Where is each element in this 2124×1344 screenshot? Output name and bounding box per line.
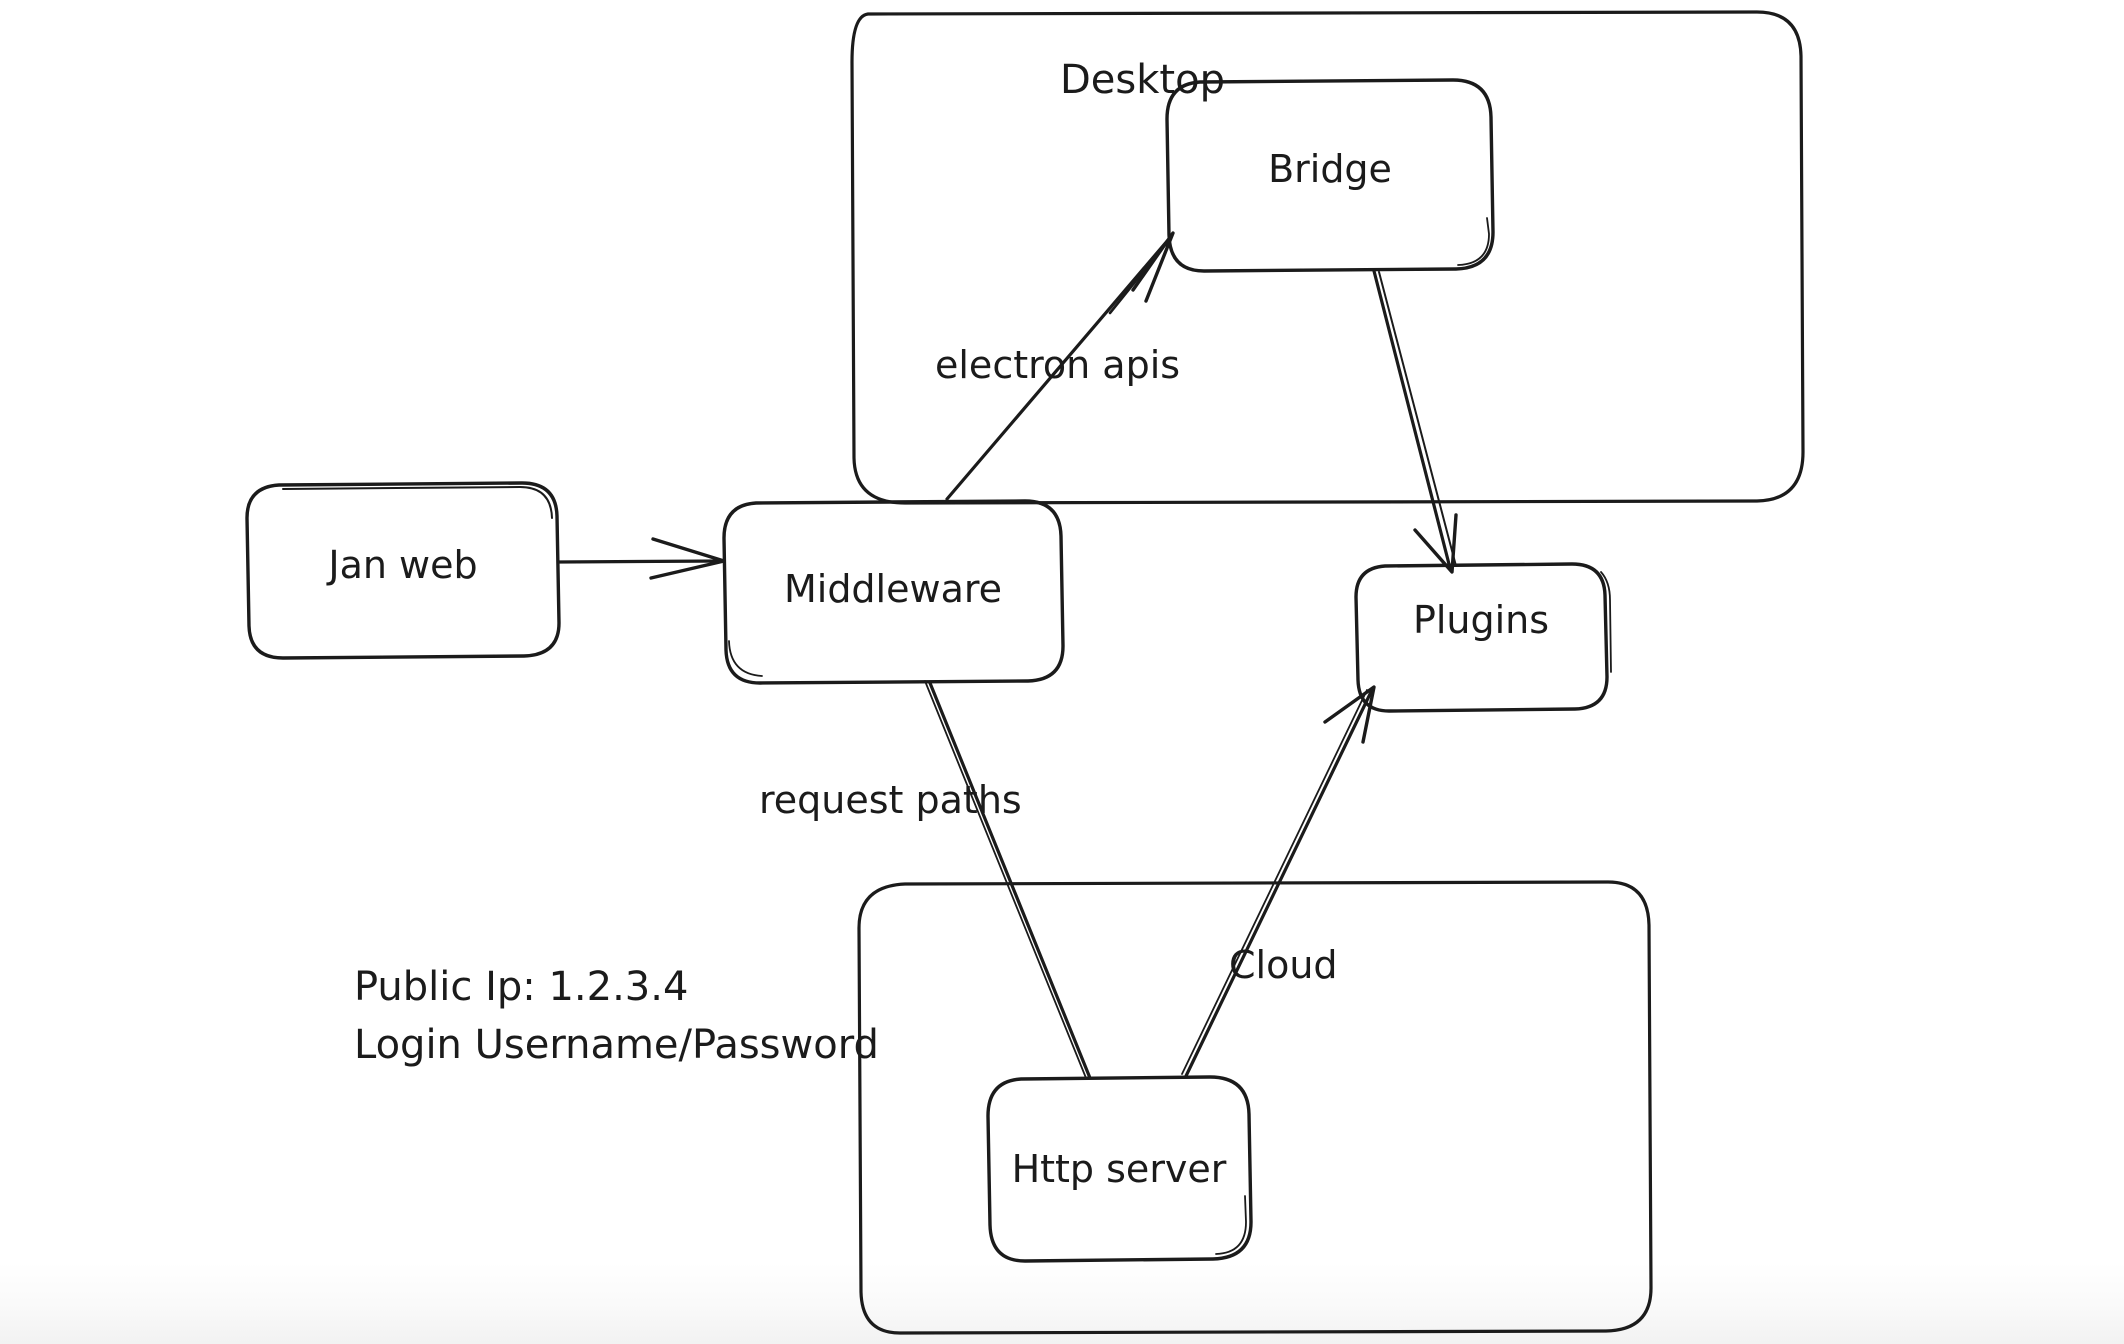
node-bridge-label: Bridge bbox=[1268, 147, 1392, 191]
edge-bridge-to-plugins[interactable] bbox=[1372, 269, 1458, 574]
edge-cloud-label: Cloud bbox=[1229, 943, 1338, 987]
node-plugins-label: Plugins bbox=[1413, 598, 1549, 642]
group-cloud[interactable] bbox=[857, 880, 1653, 1335]
node-http-server[interactable]: Http server bbox=[986, 1075, 1253, 1263]
edge-http-server-to-plugins[interactable]: Cloud bbox=[1181, 685, 1376, 1078]
node-jan-web-label: Jan web bbox=[326, 543, 477, 587]
edge-jan-web-to-middleware[interactable] bbox=[557, 537, 726, 580]
edge-electron-apis-label: electron apis bbox=[935, 343, 1180, 387]
edge-middleware-to-bridge[interactable]: electron apis bbox=[935, 231, 1180, 501]
group-desktop-label: Desktop bbox=[1060, 57, 1225, 103]
node-plugins[interactable]: Plugins bbox=[1354, 562, 1612, 713]
node-jan-web[interactable]: Jan web bbox=[245, 481, 561, 660]
edge-middleware-to-http-server[interactable]: request paths bbox=[759, 680, 1092, 1080]
notes-block: Public Ip: 1.2.3.4 Login Username/Passwo… bbox=[354, 964, 879, 1068]
node-middleware-label: Middleware bbox=[784, 567, 1002, 611]
group-desktop[interactable]: Desktop bbox=[850, 10, 1805, 505]
note-public-ip: Public Ip: 1.2.3.4 bbox=[354, 964, 688, 1010]
edge-request-paths-label: request paths bbox=[759, 778, 1022, 822]
node-middleware[interactable]: Middleware bbox=[722, 499, 1065, 685]
note-login: Login Username/Password bbox=[354, 1022, 879, 1068]
node-http-server-label: Http server bbox=[1012, 1147, 1227, 1191]
node-bridge[interactable]: Bridge bbox=[1165, 78, 1495, 273]
